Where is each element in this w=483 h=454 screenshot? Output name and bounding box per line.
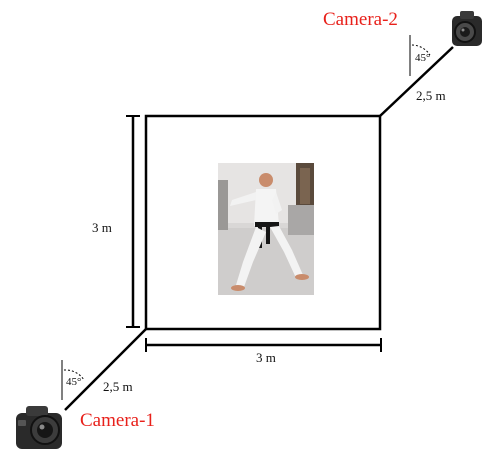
camera-1-angle-marker [61, 360, 85, 400]
camera-1-distance-label: 2,5 m [103, 379, 133, 394]
camera-2-angle-label: 45° [415, 52, 430, 64]
camera-2-angle-marker [409, 35, 431, 76]
capture-area-square [144, 114, 382, 331]
camera-1-line [64, 328, 147, 411]
camera-1-icon [16, 406, 62, 449]
camera-2-line [379, 46, 454, 117]
camera-1-angle-label: 45° [66, 376, 81, 388]
width-dimension [145, 338, 382, 352]
width-dimension-label: 3 m [256, 350, 276, 365]
camera-2-icon [452, 11, 482, 46]
height-dimension-label: 3 m [92, 220, 112, 235]
camera-2-distance-label: 2,5 m [416, 88, 446, 103]
camera-1-label: Camera-1 [80, 410, 155, 431]
camera-2-label: Camera-2 [323, 9, 398, 30]
height-dimension [126, 115, 140, 328]
karate-athlete-photo [218, 163, 314, 295]
